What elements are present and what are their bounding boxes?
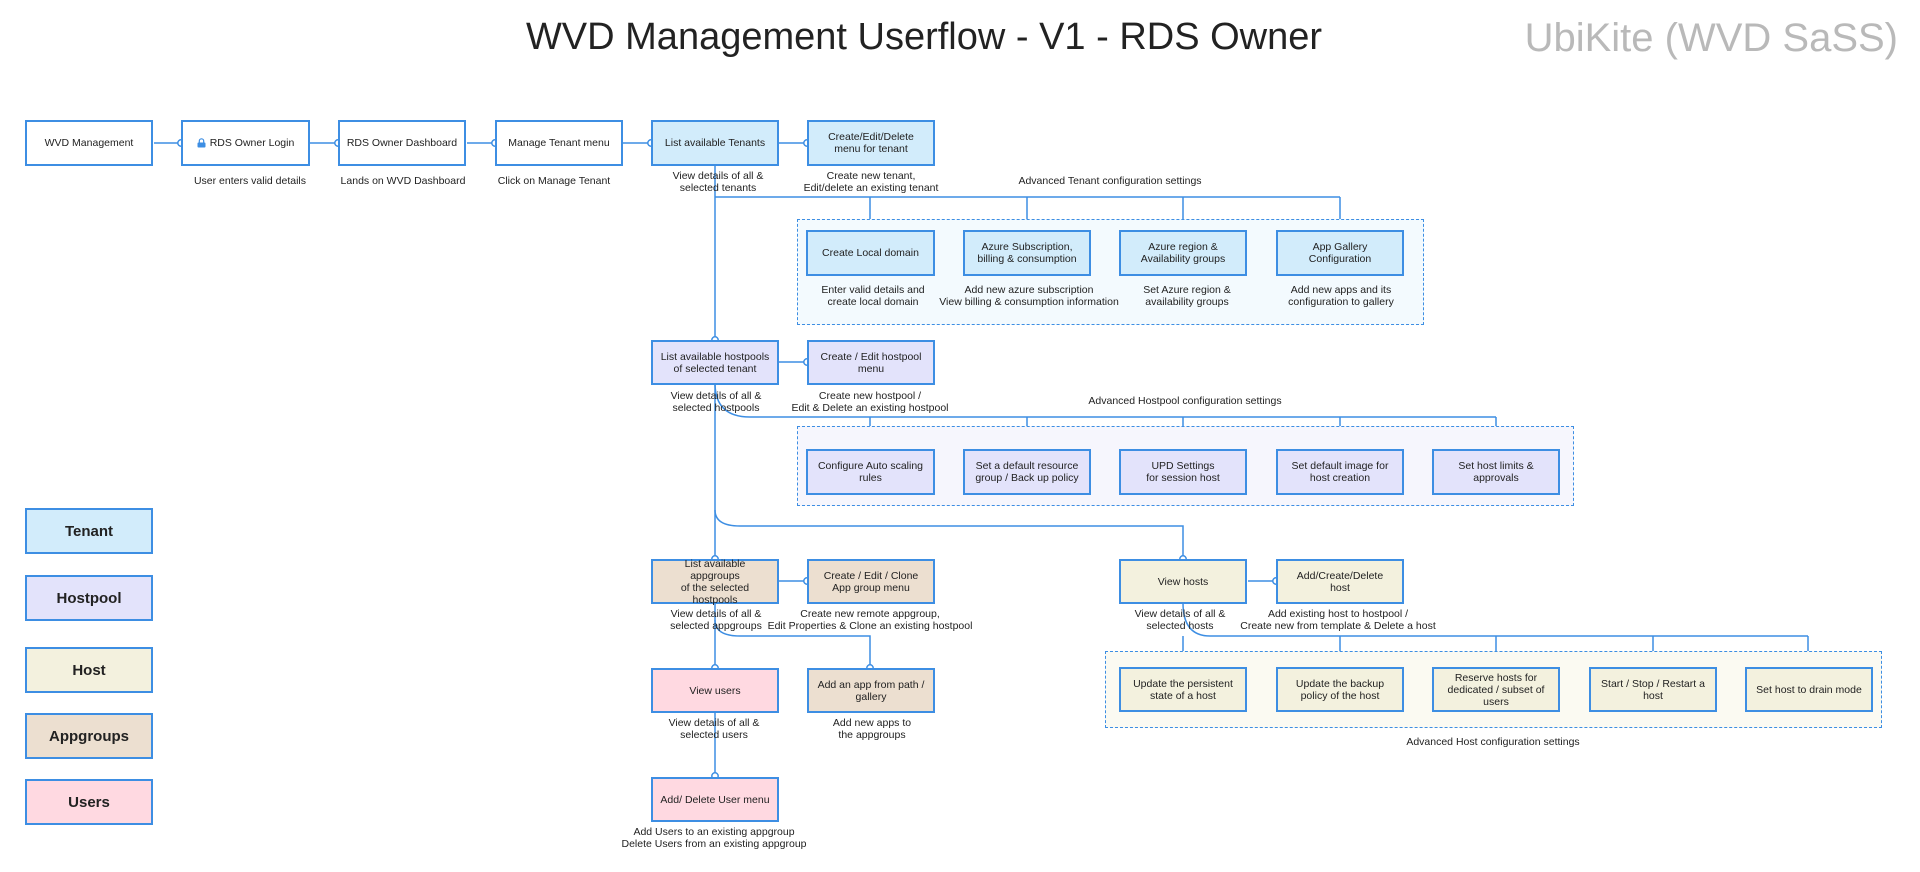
node-label: Set host limits & approvals: [1458, 460, 1534, 484]
node-label: Start / Stop / Restart a host: [1601, 677, 1705, 702]
caption-dashboard: Lands on WVD Dashboard: [340, 175, 466, 187]
node-label: Manage Tenant menu: [508, 137, 610, 149]
drain-mode-node[interactable]: Set host to drain mode: [1745, 667, 1873, 712]
node-label: Reserve hosts for dedicated / subset of …: [1447, 671, 1545, 708]
node-label: Configure Auto scaling rules: [817, 460, 924, 484]
default-image-node[interactable]: Set default image for host creation: [1276, 449, 1404, 495]
caption-add-app: Add new apps to the appgroups: [832, 717, 912, 741]
caption-list-tenants: View details of all & selected tenants: [672, 170, 764, 194]
connector: [715, 196, 1341, 230]
node-label: View users: [689, 684, 741, 697]
lock-icon: [197, 138, 206, 148]
connector: [714, 619, 871, 668]
caption-appgroup-menu: Create new remote appgroup, Edit Propert…: [767, 608, 973, 632]
node-label: Add/ Delete User menu: [660, 793, 770, 806]
legend-hostpool: Hostpool: [25, 575, 153, 621]
rds-owner-dashboard-node[interactable]: RDS Owner Dashboard: [338, 120, 466, 166]
node-label: RDS Owner Dashboard: [346, 137, 458, 149]
reserve-hosts-node[interactable]: Reserve hosts for dedicated / subset of …: [1432, 667, 1560, 712]
node-label: Add/Create/Delete host: [1296, 569, 1384, 594]
caption-azure-subscription: Add new azure subscription View billing …: [939, 284, 1119, 308]
create-local-domain-node[interactable]: Create Local domain: [806, 230, 935, 276]
app-gallery-node[interactable]: App Gallery Configuration: [1276, 230, 1404, 276]
view-users-node[interactable]: View users: [651, 668, 779, 713]
caption-view-users: View details of all & selected users: [668, 717, 760, 741]
node-label: Create/Edit/Delete menu for tenant: [828, 131, 914, 155]
azure-subscription-node[interactable]: Azure Subscription, billing & consumptio…: [963, 230, 1091, 276]
node-label: WVD Management: [44, 137, 134, 149]
legend-appgroups: Appgroups: [25, 713, 153, 759]
caption-login: User enters valid details: [193, 175, 307, 187]
node-label: Update the persistent state of a host: [1133, 677, 1233, 702]
node-label: List available Tenants: [664, 137, 766, 149]
node-label: Create Local domain: [822, 247, 919, 259]
default-resource-group-node[interactable]: Set a default resource group / Back up p…: [963, 449, 1091, 495]
node-label: Create / Edit hostpool menu: [820, 350, 922, 375]
rds-owner-login-node[interactable]: RDS Owner Login: [181, 120, 310, 166]
node-label: List available appgroups of the selected…: [680, 557, 750, 606]
brand-label: UbiKite (WVD SaSS): [1524, 16, 1898, 60]
add-app-node[interactable]: Add an app from path / gallery: [807, 668, 935, 713]
node-label: Create / Edit / Clone App group menu: [823, 569, 919, 594]
node-label: Set host to drain mode: [1756, 683, 1862, 696]
node-label: Update the backup policy of the host: [1295, 677, 1385, 702]
caption-app-gallery: Add new apps and its configuration to ga…: [1288, 284, 1394, 308]
node-label: UPD Settings for session host: [1146, 460, 1220, 484]
advanced-hostpool-settings-label: Advanced Hostpool configuration settings: [1088, 395, 1282, 407]
list-appgroups-node[interactable]: List available appgroups of the selected…: [651, 557, 779, 606]
node-label: Azure Subscription, billing & consumptio…: [977, 241, 1077, 265]
user-menu-node[interactable]: Add/ Delete User menu: [651, 777, 779, 822]
node-label: RDS Owner Login: [209, 137, 295, 149]
node-label: Add an app from path / gallery: [817, 678, 925, 703]
page-title: WVD Management Userflow - V1 - RDS Owner: [525, 16, 1323, 58]
caption-azure-region: Set Azure region & availability groups: [1143, 284, 1231, 308]
hostpool-menu-node[interactable]: Create / Edit hostpool menu: [807, 340, 935, 385]
manage-tenant-menu-node[interactable]: Manage Tenant menu: [495, 120, 623, 166]
legend-users: Users: [25, 779, 153, 825]
add-host-node[interactable]: Add/Create/Delete host: [1276, 559, 1404, 604]
caption-list-appgroups: View details of all & selected appgroups: [670, 608, 762, 632]
node-label: Azure region & Availability groups: [1140, 241, 1226, 265]
caption-user-menu: Add Users to an existing appgroup Delete…: [621, 826, 807, 850]
host-limits-node[interactable]: Set host limits & approvals: [1432, 449, 1560, 495]
node-label: Set a default resource group / Back up p…: [975, 460, 1079, 484]
auto-scaling-node[interactable]: Configure Auto scaling rules: [806, 449, 935, 495]
update-backup-node[interactable]: Update the backup policy of the host: [1276, 667, 1404, 712]
legend-tenant: Tenant: [25, 508, 153, 554]
start-stop-node[interactable]: Start / Stop / Restart a host: [1589, 667, 1717, 712]
caption-local-domain: Enter valid details and create local dom…: [821, 284, 925, 308]
caption-add-host: Add existing host to hostpool / Create n…: [1240, 608, 1436, 632]
appgroup-menu-node[interactable]: Create / Edit / Clone App group menu: [807, 559, 935, 604]
connector: [714, 509, 1184, 559]
list-hostpools-node[interactable]: List available hostpools of selected ten…: [651, 340, 779, 385]
upd-settings-node[interactable]: UPD Settings for session host: [1119, 449, 1247, 495]
caption-tenant-menu: Create new tenant, Edit/delete an existi…: [803, 170, 939, 194]
node-label: List available hostpools of selected ten…: [660, 350, 770, 375]
tenant-menu-node[interactable]: Create/Edit/Delete menu for tenant: [807, 120, 935, 166]
caption-list-hostpools: View details of all & selected hostpools: [670, 390, 762, 414]
azure-region-node[interactable]: Azure region & Availability groups: [1119, 230, 1247, 276]
node-label: Set default image for host creation: [1291, 460, 1389, 484]
legend-host: Host: [25, 647, 153, 693]
list-tenants-node[interactable]: List available Tenants: [651, 120, 779, 166]
node-label: View hosts: [1157, 575, 1209, 588]
caption-manage-tenant: Click on Manage Tenant: [497, 175, 611, 187]
advanced-tenant-settings-label: Advanced Tenant configuration settings: [1018, 175, 1202, 187]
advanced-host-settings-label: Advanced Host configuration settings: [1406, 736, 1580, 748]
update-persistent-node[interactable]: Update the persistent state of a host: [1119, 667, 1247, 712]
view-hosts-node[interactable]: View hosts: [1119, 559, 1247, 604]
caption-view-hosts: View details of all & selected hosts: [1134, 608, 1226, 632]
wvd-management-node[interactable]: WVD Management: [25, 120, 153, 166]
caption-hostpool-menu: Create new hostpool / Edit & Delete an e…: [791, 390, 949, 414]
node-label: App Gallery Configuration: [1308, 241, 1372, 265]
